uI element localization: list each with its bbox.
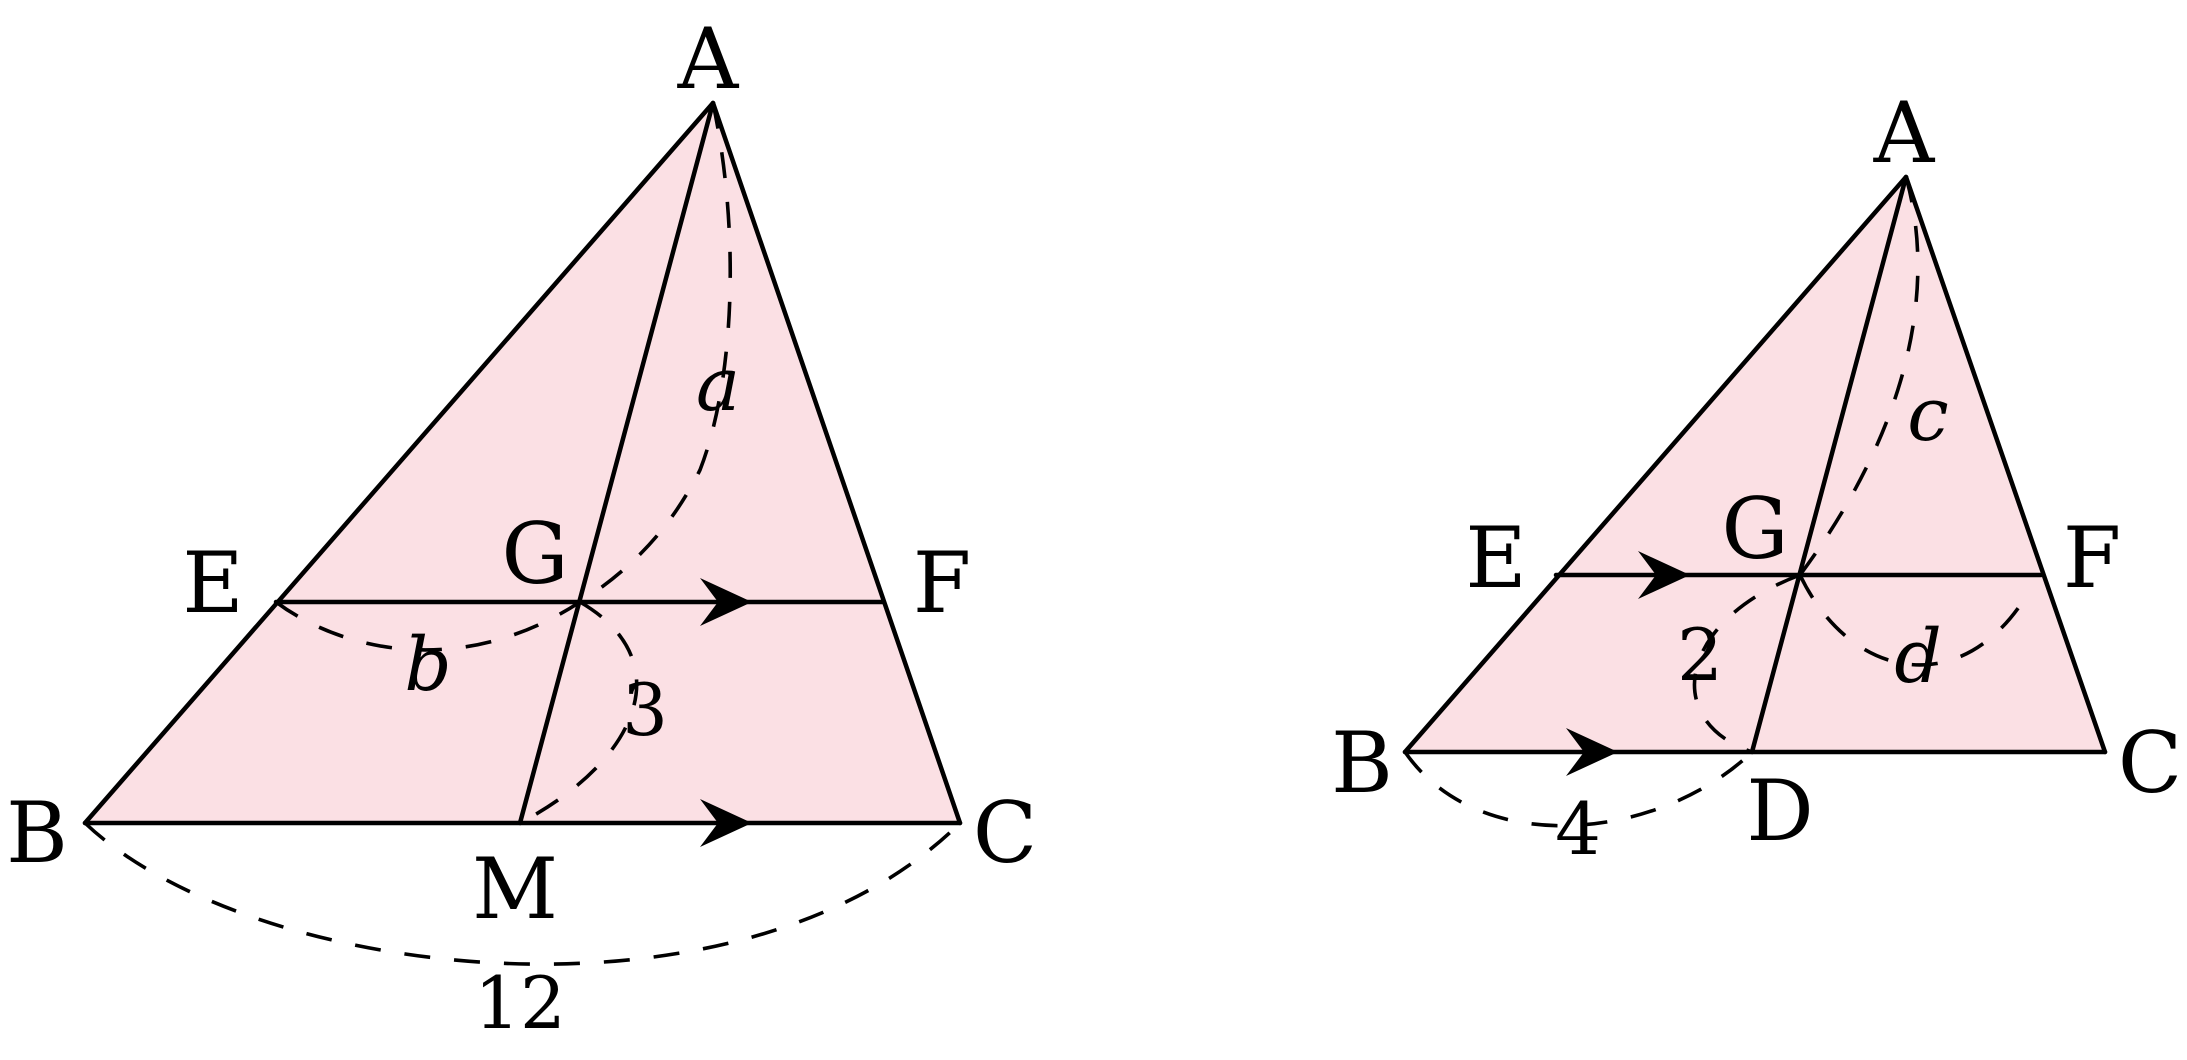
right-arc-c <box>1798 176 1920 577</box>
right-point-B: B <box>1331 714 1393 812</box>
left-point-C: C <box>973 784 1037 882</box>
left-label-b: b <box>404 622 451 708</box>
right-median-AD <box>1749 174 1909 755</box>
right-point-C: C <box>2118 714 2182 812</box>
right-side-AB <box>1402 174 1909 755</box>
right-parallel-arrow-BD <box>1566 728 1618 776</box>
left-parallel-arrow-EF <box>700 578 752 626</box>
right-label-4: 4 <box>1555 787 1601 871</box>
right-side-AC <box>1903 174 2108 755</box>
left-point-E: E <box>182 534 243 632</box>
left-arc-12 <box>83 821 962 966</box>
left-point-B: B <box>6 784 68 882</box>
left-point-G: G <box>501 505 568 603</box>
right-point-D: D <box>1746 762 1813 860</box>
left-point-A: A <box>677 10 740 108</box>
left-point-M: M <box>472 840 558 938</box>
left-median-AM <box>517 100 716 826</box>
left-point-F: F <box>913 534 971 632</box>
left-label-3: 3 <box>622 668 668 752</box>
right-label-c: c <box>1907 372 1948 458</box>
right-triangle-fill <box>1405 177 2105 752</box>
right-point-F: F <box>2063 509 2121 607</box>
left-side-AC <box>710 100 963 826</box>
left-label-12: 12 <box>474 961 566 1045</box>
right-parallel-arrow-EF <box>1638 551 1690 599</box>
right-arc-4 <box>1403 750 1754 828</box>
right-point-A: A <box>1873 84 1936 182</box>
left-side-AB <box>82 100 716 826</box>
left-arc-b <box>274 600 581 652</box>
left-arc-a <box>579 102 732 604</box>
right-point-G: G <box>1721 480 1788 578</box>
right-point-E: E <box>1465 509 1526 607</box>
right-arc-2 <box>1692 573 1801 754</box>
right-label-2: 2 <box>1677 613 1723 697</box>
left-label-a: a <box>696 342 740 428</box>
left-parallel-arrow-BC <box>700 799 752 847</box>
right-figure: A B C D E F G c d 2 4 <box>1331 84 2182 871</box>
left-triangle-fill <box>85 103 960 823</box>
left-figure: A B C E F G M a b 3 12 <box>6 10 1037 1045</box>
right-label-d: d <box>1894 614 1941 700</box>
